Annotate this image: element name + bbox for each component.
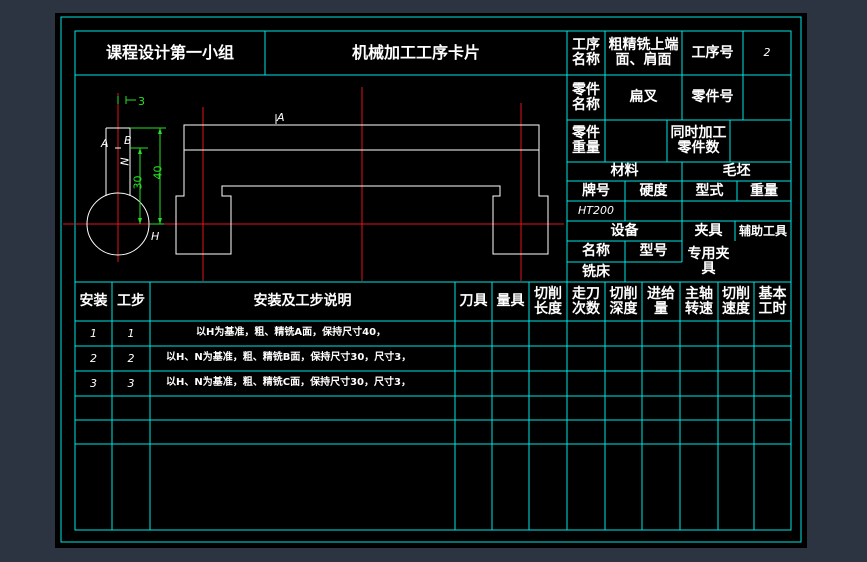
col-basic-time: 基本工时 — [758, 285, 787, 317]
equipment-model-label: 型号 — [639, 243, 668, 260]
fixture-value: 专用夹具 — [687, 245, 730, 277]
col-step: 工步 — [117, 293, 145, 310]
part-name-label: 零件名称 — [572, 81, 600, 113]
col-cut-length: 切削长度 — [534, 285, 562, 317]
col-install: 安装 — [79, 293, 108, 310]
grade-label: 牌号 — [582, 182, 610, 199]
dim-3: 3 — [138, 95, 145, 108]
label-h: H — [151, 230, 160, 243]
dim-40: 40 — [151, 165, 165, 180]
sheet-border — [60, 16, 802, 543]
process-no-label: 工序号 — [691, 44, 734, 61]
front-view — [164, 87, 564, 281]
process-no-value: 2 — [763, 46, 771, 60]
col-spindle-speed: 主轴转速 — [685, 285, 713, 317]
row3-step: 3 — [127, 376, 135, 390]
dim-30: 30 — [131, 175, 145, 190]
col-cut-depth: 切削深度 — [609, 285, 638, 317]
hardness-label: 硬度 — [639, 182, 668, 199]
label-a-top: A — [277, 111, 285, 124]
process-name-value: 粗精铣上端面、肩面 — [608, 37, 679, 68]
simul-count-label: 同时加工零件数 — [670, 125, 727, 156]
label-n: N — [118, 157, 132, 166]
table-grid — [75, 31, 791, 530]
row2-install: 2 — [90, 351, 97, 365]
col-passes: 走刀次数 — [572, 285, 600, 317]
label-a-side: A — [101, 137, 109, 150]
col-tool: 刀具 — [459, 293, 488, 310]
col-gauge: 量具 — [496, 293, 525, 310]
row1-description: 以H为基准，粗、精铣A面，保持尺寸40， — [196, 327, 387, 339]
aux-tool-title: 辅助工具 — [738, 223, 787, 238]
process-name-label: 工序名称 — [572, 37, 600, 68]
card-title: 机械加工工序卡片 — [351, 42, 480, 62]
part-weight-label: 零件重量 — [572, 125, 600, 156]
col-feed: 进给量 — [647, 285, 675, 317]
material-title: 材料 — [610, 163, 639, 180]
row2-step: 2 — [127, 351, 135, 365]
group-title: 课程设计第一小组 — [105, 42, 234, 62]
col-description: 安装及工步说明 — [253, 293, 352, 310]
blank-weight-label: 重量 — [750, 182, 778, 199]
blank-type-label: 型式 — [695, 182, 724, 199]
equipment-name-value: 铣床 — [582, 263, 610, 280]
row3-install: 3 — [90, 376, 97, 390]
part-no-label: 零件号 — [691, 89, 734, 106]
row2-description: 以H、N为基准，粗、精铣B面，保持尺寸30，尺寸3， — [166, 352, 412, 364]
equipment-title: 设备 — [610, 222, 639, 239]
blank-title: 毛坯 — [722, 163, 751, 180]
col-cut-speed: 切削速度 — [722, 285, 750, 317]
fixture-title: 夹具 — [694, 222, 723, 239]
label-b: B — [124, 134, 132, 147]
row1-install: 1 — [90, 326, 97, 340]
part-name-value: 扁叉 — [629, 89, 658, 106]
grade-value: HT200 — [578, 204, 614, 218]
row3-description: 以H、N为基准，粗、精铣C面，保持尺寸30，尺寸3， — [166, 377, 411, 389]
row1-step: 1 — [127, 326, 135, 340]
equipment-name-label: 名称 — [582, 243, 610, 260]
side-view — [63, 93, 176, 262]
